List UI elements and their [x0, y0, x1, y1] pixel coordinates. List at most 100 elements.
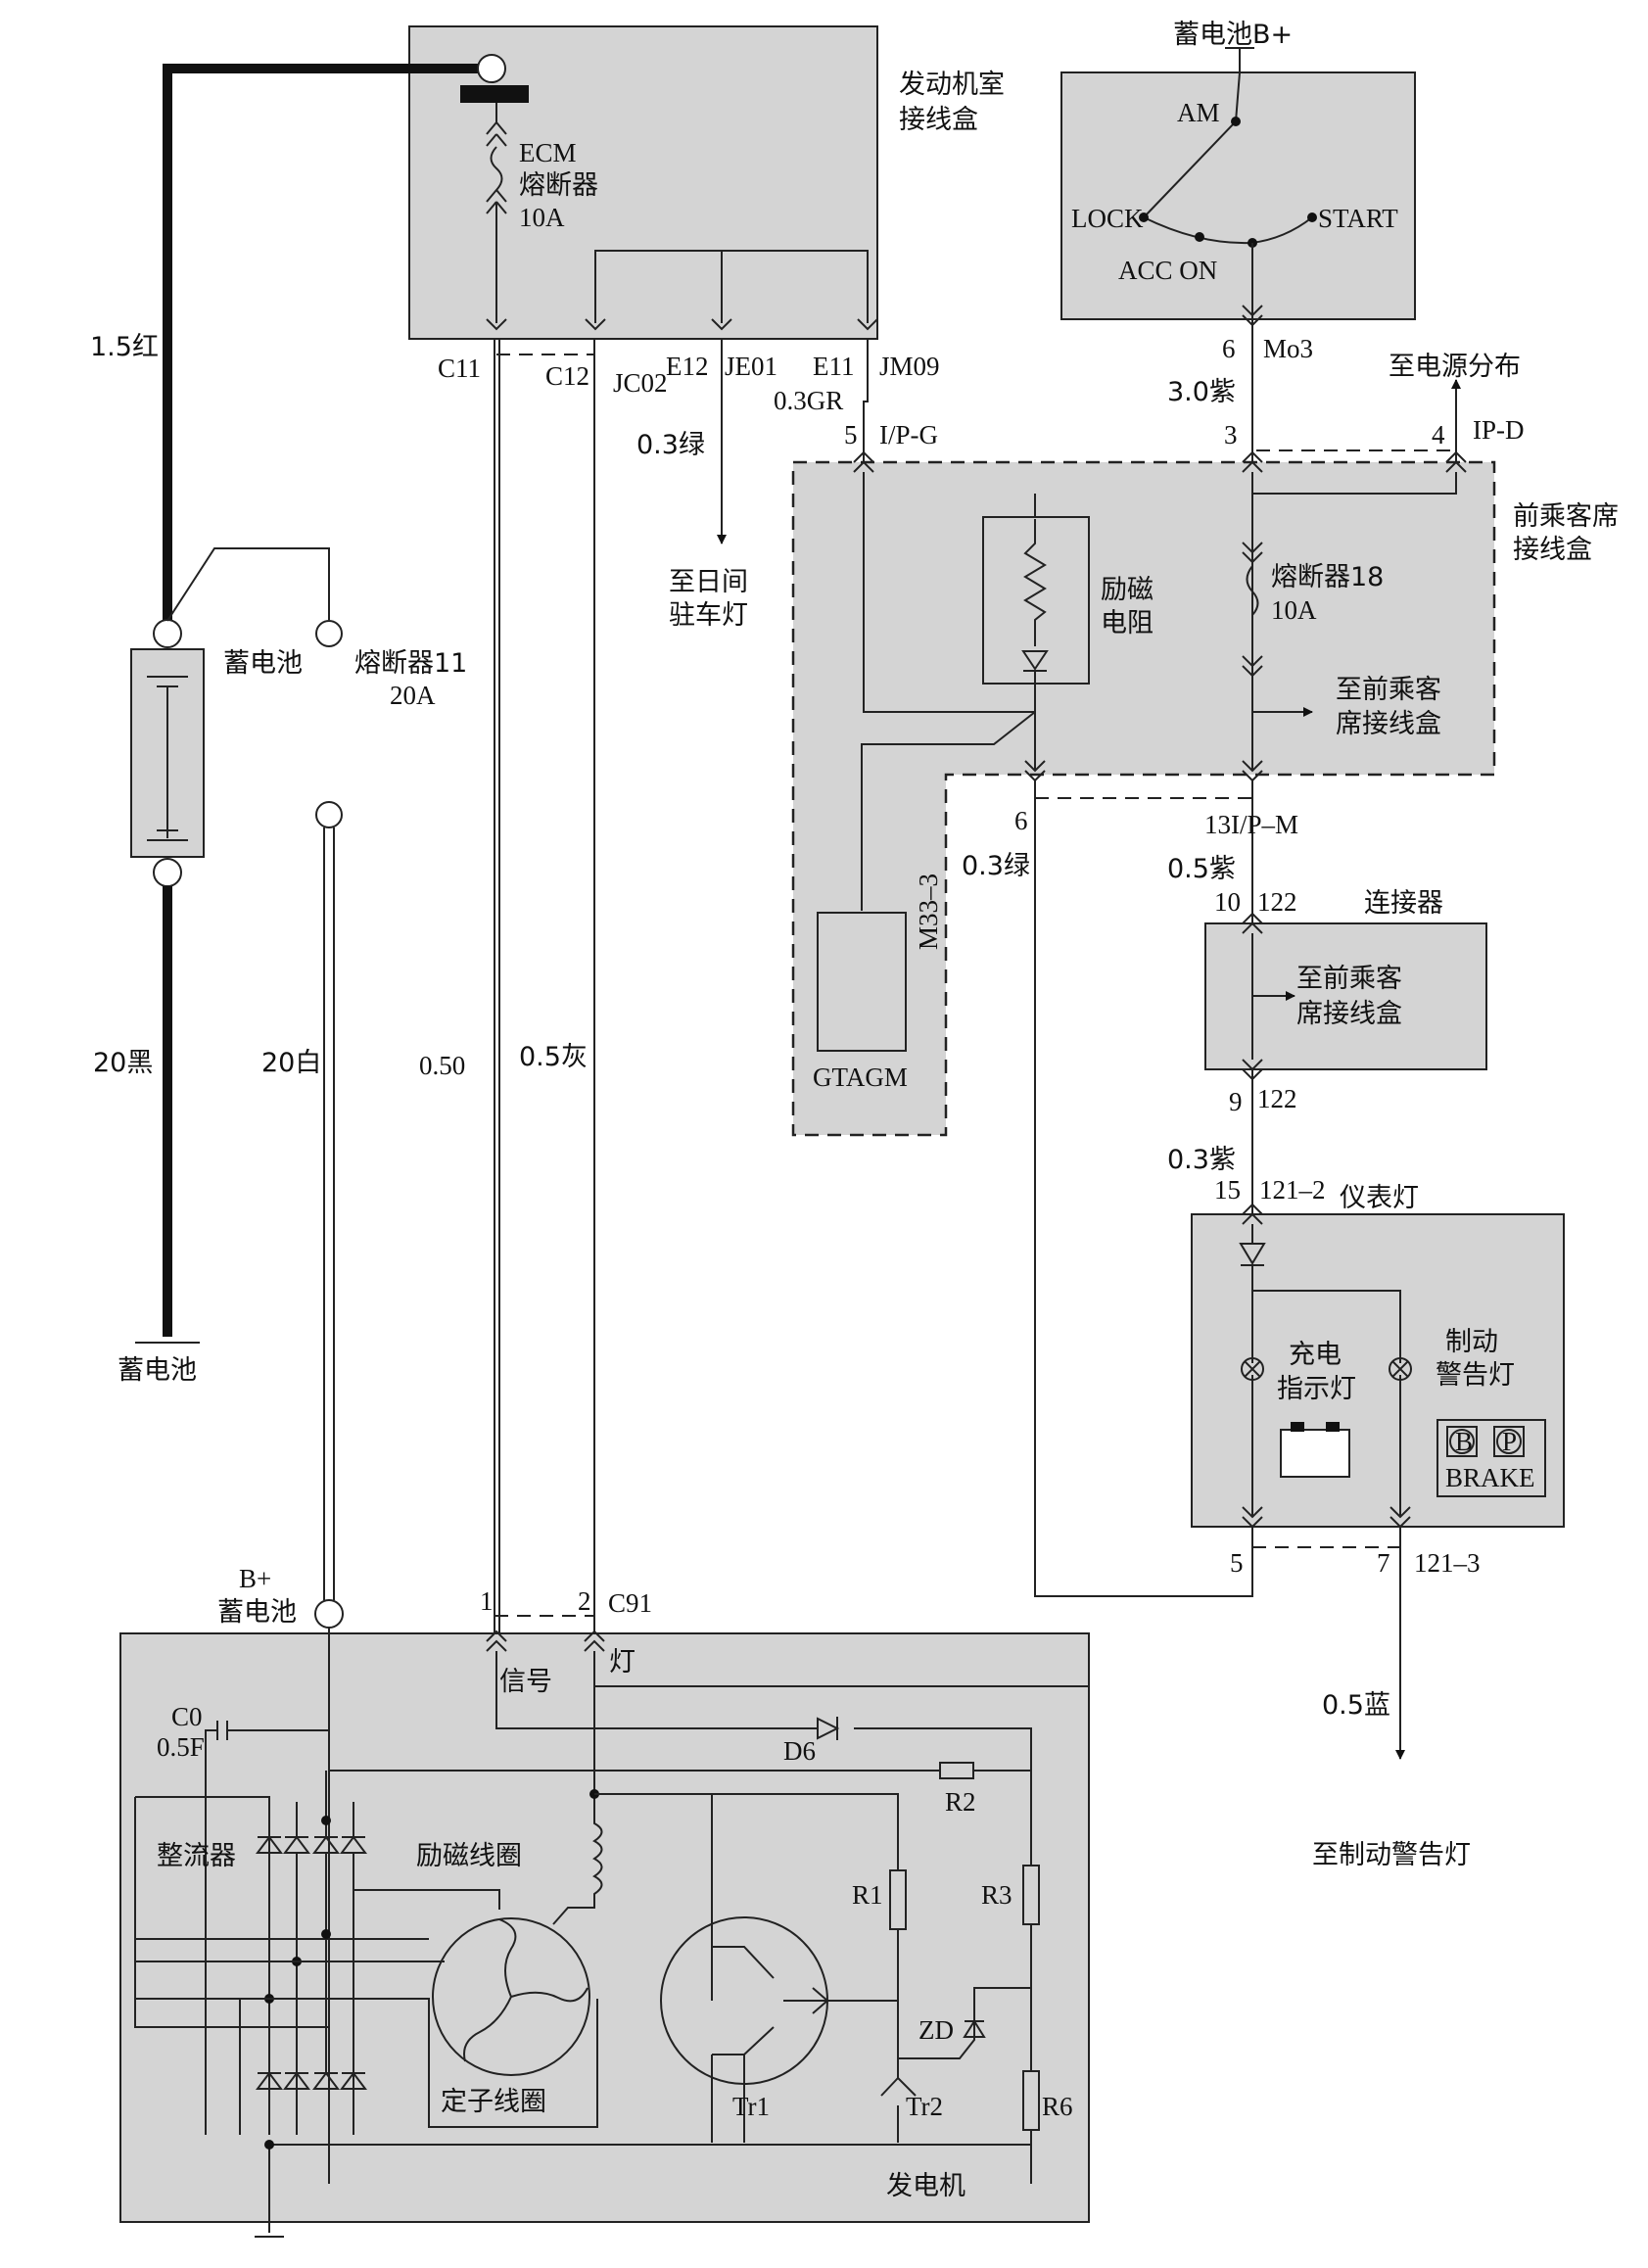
brake-icon-text: BRAKE — [1445, 1463, 1535, 1492]
ecm-fuse-wire — [486, 103, 507, 323]
connector-pin-top-a: 10 — [1214, 887, 1241, 917]
gtagm-module — [817, 912, 907, 1052]
pin-4: 4 — [1432, 420, 1445, 449]
day-lamp-line2: 驻车灯 — [669, 600, 748, 631]
connector-pin-top-b: 122 — [1257, 887, 1297, 917]
pin-jc02: JC02 — [613, 368, 668, 398]
excitation-resistor-symbol — [1023, 519, 1047, 646]
ignition-start-label: START — [1318, 204, 1398, 233]
svg-text:P: P — [1502, 1427, 1517, 1456]
ignition-pin-arrows — [1242, 305, 1263, 327]
battery-label: 蓄电池 — [223, 648, 303, 679]
brake-warning-icon: B P — [1446, 1426, 1525, 1457]
engine-box-internal-bus — [594, 250, 869, 323]
connector-internal-wire — [1251, 933, 1295, 1060]
instrument-title: 仪表灯 — [1340, 1183, 1419, 1213]
module-pin-label: M33–3 — [914, 874, 943, 950]
alternator-title: 发电机 — [886, 2171, 965, 2201]
instrument-pin-bottom-a: 5 — [1230, 1548, 1244, 1578]
c0-value-label: 0.5F — [157, 1732, 205, 1762]
ignition-lock-label: LOCK — [1071, 204, 1144, 233]
instrument-internal-wires — [1251, 1224, 1401, 1517]
fuse11-label-2: 20A — [390, 681, 436, 710]
pin-c12: C12 — [545, 361, 589, 391]
ignition-acc-contact — [1195, 232, 1204, 242]
wire-label-0-3-purple: 0.3紫 — [1167, 1145, 1236, 1175]
r6-label: R6 — [1042, 2092, 1073, 2121]
alternator-battery-label: 蓄电池 — [217, 1597, 297, 1628]
engine-box-pin-arrows — [486, 318, 878, 331]
ignition-pin-label: 6 — [1222, 334, 1236, 363]
pin-je01: JE01 — [725, 352, 777, 381]
passenger-box-title-2: 接线盒 — [1513, 535, 1592, 565]
fuse-block-bar — [460, 85, 529, 103]
wire-label-0-3-green-a: 0.3绿 — [636, 430, 705, 460]
r3-resistor — [1022, 1865, 1040, 1925]
wire-label-0-3-green-b: 0.3绿 — [962, 851, 1030, 881]
rectifier-label: 整流器 — [157, 1841, 236, 1871]
fuse18-symbol — [1242, 542, 1263, 678]
stator-coil — [432, 1917, 590, 2076]
alternator-box — [119, 1632, 1090, 2223]
c0-capacitor — [137, 1721, 329, 1798]
to-passenger-box-label-1: 至前乘客 — [1336, 675, 1441, 705]
r2-resistor — [939, 1762, 974, 1779]
wire-label-1-5-red: 1.5红 — [90, 332, 159, 362]
field-coil — [552, 1794, 603, 1925]
passenger-box-internal-wires — [863, 472, 1457, 771]
field-coil-label: 励磁线圈 — [416, 1841, 522, 1871]
ecm-fuse-label-3: 10A — [519, 203, 565, 232]
connector-pin-bottom-a: 9 — [1229, 1087, 1243, 1116]
battery-ground-label: 蓄电池 — [118, 1355, 197, 1386]
fuse11-label-1: 熔断器11 — [354, 648, 467, 679]
d6-diode — [817, 1717, 840, 1740]
connector-pin-arrows — [1242, 912, 1263, 1081]
instrument-pin-top-b: 121–2 — [1259, 1175, 1326, 1205]
wire-0-3-green-loop — [1034, 780, 1253, 1597]
brake-lamp-label-2: 警告灯 — [1436, 1360, 1515, 1391]
pin-3: 3 — [1224, 420, 1238, 449]
alternator-main-bus — [134, 1770, 1031, 2184]
connector-box — [1204, 922, 1487, 1070]
fuse18-label-1: 熔断器18 — [1271, 562, 1384, 592]
wire-label-0-5-purple: 0.5紫 — [1167, 854, 1236, 884]
r3-label: R3 — [981, 1880, 1012, 1910]
zd-label: ZD — [918, 2015, 954, 2045]
pin-c11: C11 — [438, 354, 481, 383]
wire-1-5-red — [163, 64, 488, 633]
to-passenger-box-label-2: 席接线盒 — [1336, 709, 1441, 739]
wire-label-20-black: 20黑 — [93, 1048, 153, 1078]
ecm-fuse-label-1: ECM — [519, 138, 577, 167]
stator-coil-label: 定子线圈 — [441, 2087, 546, 2117]
passenger-box-pin-arrows-top — [853, 450, 1467, 473]
c91-pin-1: 1 — [480, 1586, 494, 1616]
ignition-switch-box — [1060, 71, 1416, 320]
conn-ipm-label: 13I/P–M — [1204, 810, 1298, 839]
wire-0-3gr — [863, 339, 869, 462]
pin-e11: E11 — [813, 352, 855, 381]
wire-label-3-0-purple: 3.0紫 — [1167, 377, 1236, 407]
r2-label: R2 — [945, 1787, 976, 1817]
signal-label: 信号 — [499, 1667, 552, 1697]
tr2-transistor — [880, 2058, 917, 2143]
engine-box-title-line1: 发动机室 — [899, 70, 1005, 100]
passenger-box-title-1: 前乘客席 — [1513, 501, 1619, 532]
battery-positive-terminal — [153, 619, 182, 648]
instrument-pin-bottom-c: 121–3 — [1414, 1548, 1481, 1578]
r1-resistor-wire — [827, 1794, 899, 2078]
alternator-bplus-label: B+ — [239, 1564, 271, 1593]
ignition-acc-on-label: ACC ON — [1118, 256, 1217, 285]
brake-lamp-icon — [1389, 1357, 1412, 1381]
battery-indicator-icon — [1280, 1422, 1350, 1478]
excitation-resistor-diode — [1021, 650, 1049, 685]
ecm-fuse-label-2: 熔断器 — [519, 170, 598, 201]
c91-pin-arrows — [486, 1630, 605, 1652]
ignition-am-label: AM — [1177, 98, 1220, 127]
alternator-bplus-bus — [328, 1628, 1089, 1771]
ignition-am-contact — [1231, 117, 1241, 126]
instrument-pin-top-a: 15 — [1214, 1175, 1241, 1205]
brake-lamp-label-1: 制动 — [1445, 1327, 1498, 1357]
connector-text-2: 席接线盒 — [1296, 999, 1402, 1029]
alternator-bplus-terminal — [314, 1599, 344, 1629]
